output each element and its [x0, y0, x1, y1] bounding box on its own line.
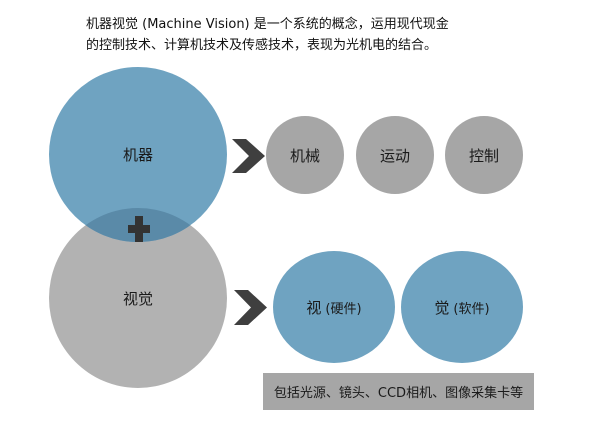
intro-text: 机器视觉 (Machine Vision) 是一个系统的概念，运用现代现金 的控…	[86, 14, 516, 56]
component-label: 机械	[289, 146, 320, 165]
component-mechanics: 机械	[266, 116, 344, 194]
intro-line-2: 的控制技术、计算机技术及传感技术，表现为光机电的结合。	[86, 38, 438, 53]
component-main: 视	[306, 298, 322, 317]
component-hardware: 视 (硬件)	[273, 251, 395, 363]
plus-icon	[128, 216, 150, 242]
vision-label: 视觉	[122, 289, 153, 308]
hardware-note-text: 包括光源、镜头、CCD相机、图像采集卡等	[273, 386, 524, 401]
chevron-right-icon	[232, 139, 265, 173]
component-sub: (软件)	[453, 301, 490, 317]
chevron-right-icon	[234, 290, 267, 325]
component-sub: (硬件)	[325, 301, 362, 317]
component-main: 觉	[434, 298, 450, 317]
intro-line-1: 机器视觉 (Machine Vision) 是一个系统的概念，运用现代现金	[86, 17, 449, 32]
component-control: 控制	[445, 116, 523, 194]
component-motion: 运动	[356, 116, 434, 194]
component-software: 觉 (软件)	[401, 251, 523, 363]
hardware-note: 包括光源、镜头、CCD相机、图像采集卡等	[263, 373, 534, 410]
component-label: 控制	[468, 146, 499, 165]
component-label: 运动	[379, 146, 410, 165]
machine-label: 机器	[122, 146, 153, 164]
